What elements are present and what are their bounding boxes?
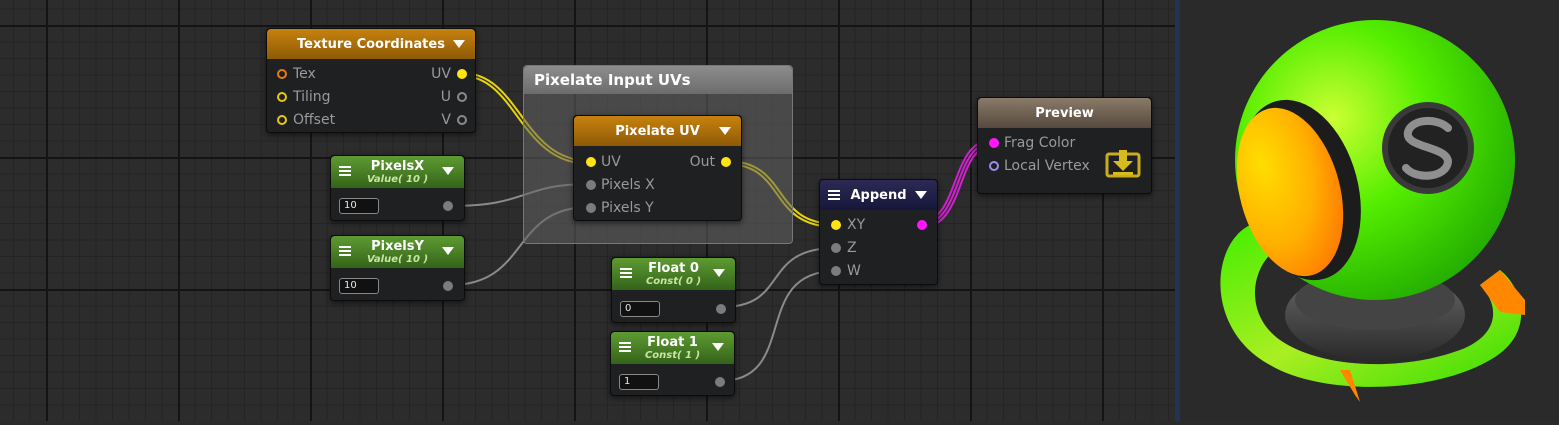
node-header[interactable]: Float 0 Const( 0 ): [612, 258, 735, 290]
node-float1[interactable]: Float 1 Const( 1 ) 1: [610, 331, 735, 396]
port-label-uv: UV: [431, 66, 451, 82]
input-port-local-vertex[interactable]: [989, 161, 999, 171]
value-input[interactable]: 10: [339, 278, 379, 294]
menu-icon[interactable]: [828, 190, 840, 200]
node-header[interactable]: PixelsY Value( 10 ): [331, 236, 464, 268]
node-title: Preview: [1035, 105, 1094, 121]
dropdown-arrow-icon[interactable]: [713, 269, 725, 277]
port-label-tex: Tex: [293, 66, 316, 82]
input-port-xy[interactable]: [831, 220, 841, 230]
output-port[interactable]: [443, 201, 453, 211]
node-float0[interactable]: Float 0 Const( 0 ) 0: [611, 257, 736, 323]
node-header[interactable]: PixelsX Value( 10 ): [331, 156, 464, 188]
input-port-tiling[interactable]: [277, 92, 287, 102]
value-input[interactable]: 1: [619, 374, 659, 390]
dropdown-arrow-icon[interactable]: [719, 127, 731, 135]
input-port-pixels-y[interactable]: [586, 203, 596, 213]
output-port-out[interactable]: [721, 157, 731, 167]
node-subtitle: Value( 10 ): [366, 253, 429, 265]
node-subtitle: Value( 10 ): [366, 173, 429, 185]
output-port[interactable]: [715, 377, 725, 387]
node-texture-coordinates[interactable]: Texture Coordinates Tex Tiling Offset UV…: [266, 28, 476, 133]
port-label-uv: UV: [601, 154, 621, 170]
menu-icon[interactable]: [339, 166, 351, 176]
port-label-u: U: [440, 89, 451, 105]
node-title: Float 1: [647, 334, 698, 350]
node-pixelsy[interactable]: PixelsY Value( 10 ) 10: [330, 235, 465, 301]
input-port-tex[interactable]: [277, 69, 287, 79]
node-header[interactable]: Append: [820, 180, 937, 210]
shaderforge-s-logo: [1382, 102, 1474, 194]
value-input[interactable]: 0: [620, 301, 660, 317]
node-subtitle: Const( 0 ): [645, 275, 702, 287]
node-header[interactable]: Preview: [978, 98, 1151, 128]
wire-float1-to-append: [719, 270, 837, 382]
dropdown-arrow-icon[interactable]: [915, 191, 927, 199]
node-header[interactable]: Pixelate UV: [574, 116, 741, 146]
dropdown-arrow-icon[interactable]: [453, 40, 465, 48]
group-title[interactable]: Pixelate Input UVs: [524, 66, 792, 94]
node-preview-main[interactable]: Preview Frag Color Local Vertex: [977, 97, 1152, 194]
preview-render: [1220, 20, 1525, 402]
menu-icon[interactable]: [619, 342, 631, 352]
port-label-offset: Offset: [293, 112, 336, 128]
port-label-pixels-x: Pixels X: [601, 177, 655, 193]
node-title: Texture Coordinates: [297, 36, 445, 52]
node-append[interactable]: Append XY Z W: [819, 179, 938, 285]
menu-icon[interactable]: [339, 246, 351, 256]
output-port-u[interactable]: [457, 92, 467, 102]
node-pixelsx[interactable]: PixelsX Value( 10 ) 10: [330, 155, 465, 221]
input-port-offset[interactable]: [277, 115, 287, 125]
port-label-xy: XY: [847, 217, 866, 233]
value-input[interactable]: 10: [339, 198, 379, 214]
node-title: Float 0: [648, 260, 699, 276]
input-port-z[interactable]: [831, 243, 841, 253]
output-port[interactable]: [443, 281, 453, 291]
node-title: Append: [850, 187, 907, 203]
node-subtitle: Const( 1 ): [644, 349, 701, 361]
input-port-frag-color[interactable]: [989, 138, 999, 148]
output-port-uv[interactable]: [457, 69, 467, 79]
input-port-w[interactable]: [831, 266, 841, 276]
node-title: Pixelate UV: [615, 123, 700, 139]
output-port-v[interactable]: [457, 115, 467, 125]
dropdown-arrow-icon[interactable]: [442, 167, 454, 175]
input-port-uv[interactable]: [586, 157, 596, 167]
wire-float0-to-append: [721, 247, 837, 308]
output-port[interactable]: [917, 220, 927, 230]
port-label-pixels-y: Pixels Y: [601, 200, 654, 216]
dropdown-arrow-icon[interactable]: [712, 343, 724, 351]
ring-shape: [1220, 225, 1525, 402]
output-port[interactable]: [716, 304, 726, 314]
port-label-z: Z: [847, 240, 857, 256]
node-title: PixelsY: [371, 238, 424, 254]
node-title: PixelsX: [370, 158, 425, 174]
node-header[interactable]: Float 1 Const( 1 ): [611, 332, 734, 364]
panel-divider[interactable]: [1175, 0, 1180, 421]
dropdown-arrow-icon[interactable]: [442, 247, 454, 255]
port-label-out: Out: [689, 154, 715, 170]
port-label-frag-color: Frag Color: [1004, 135, 1076, 151]
port-label-w: W: [847, 263, 861, 279]
input-port-pixels-x[interactable]: [586, 180, 596, 190]
port-label-local-vertex: Local Vertex: [1004, 158, 1090, 174]
port-label-tiling: Tiling: [293, 89, 331, 105]
node-pixelate-uv[interactable]: Pixelate UV UV Pixels X Pixels Y Out: [573, 115, 742, 221]
port-label-v: V: [441, 112, 451, 128]
node-graph-canvas[interactable]: Pixelate Input UVs Texture Coordinates T…: [0, 0, 1175, 421]
preview-viewport[interactable]: [1180, 0, 1559, 421]
menu-icon[interactable]: [620, 268, 632, 278]
download-arrow-icon[interactable]: [1105, 150, 1141, 180]
node-header[interactable]: Texture Coordinates: [267, 29, 475, 59]
